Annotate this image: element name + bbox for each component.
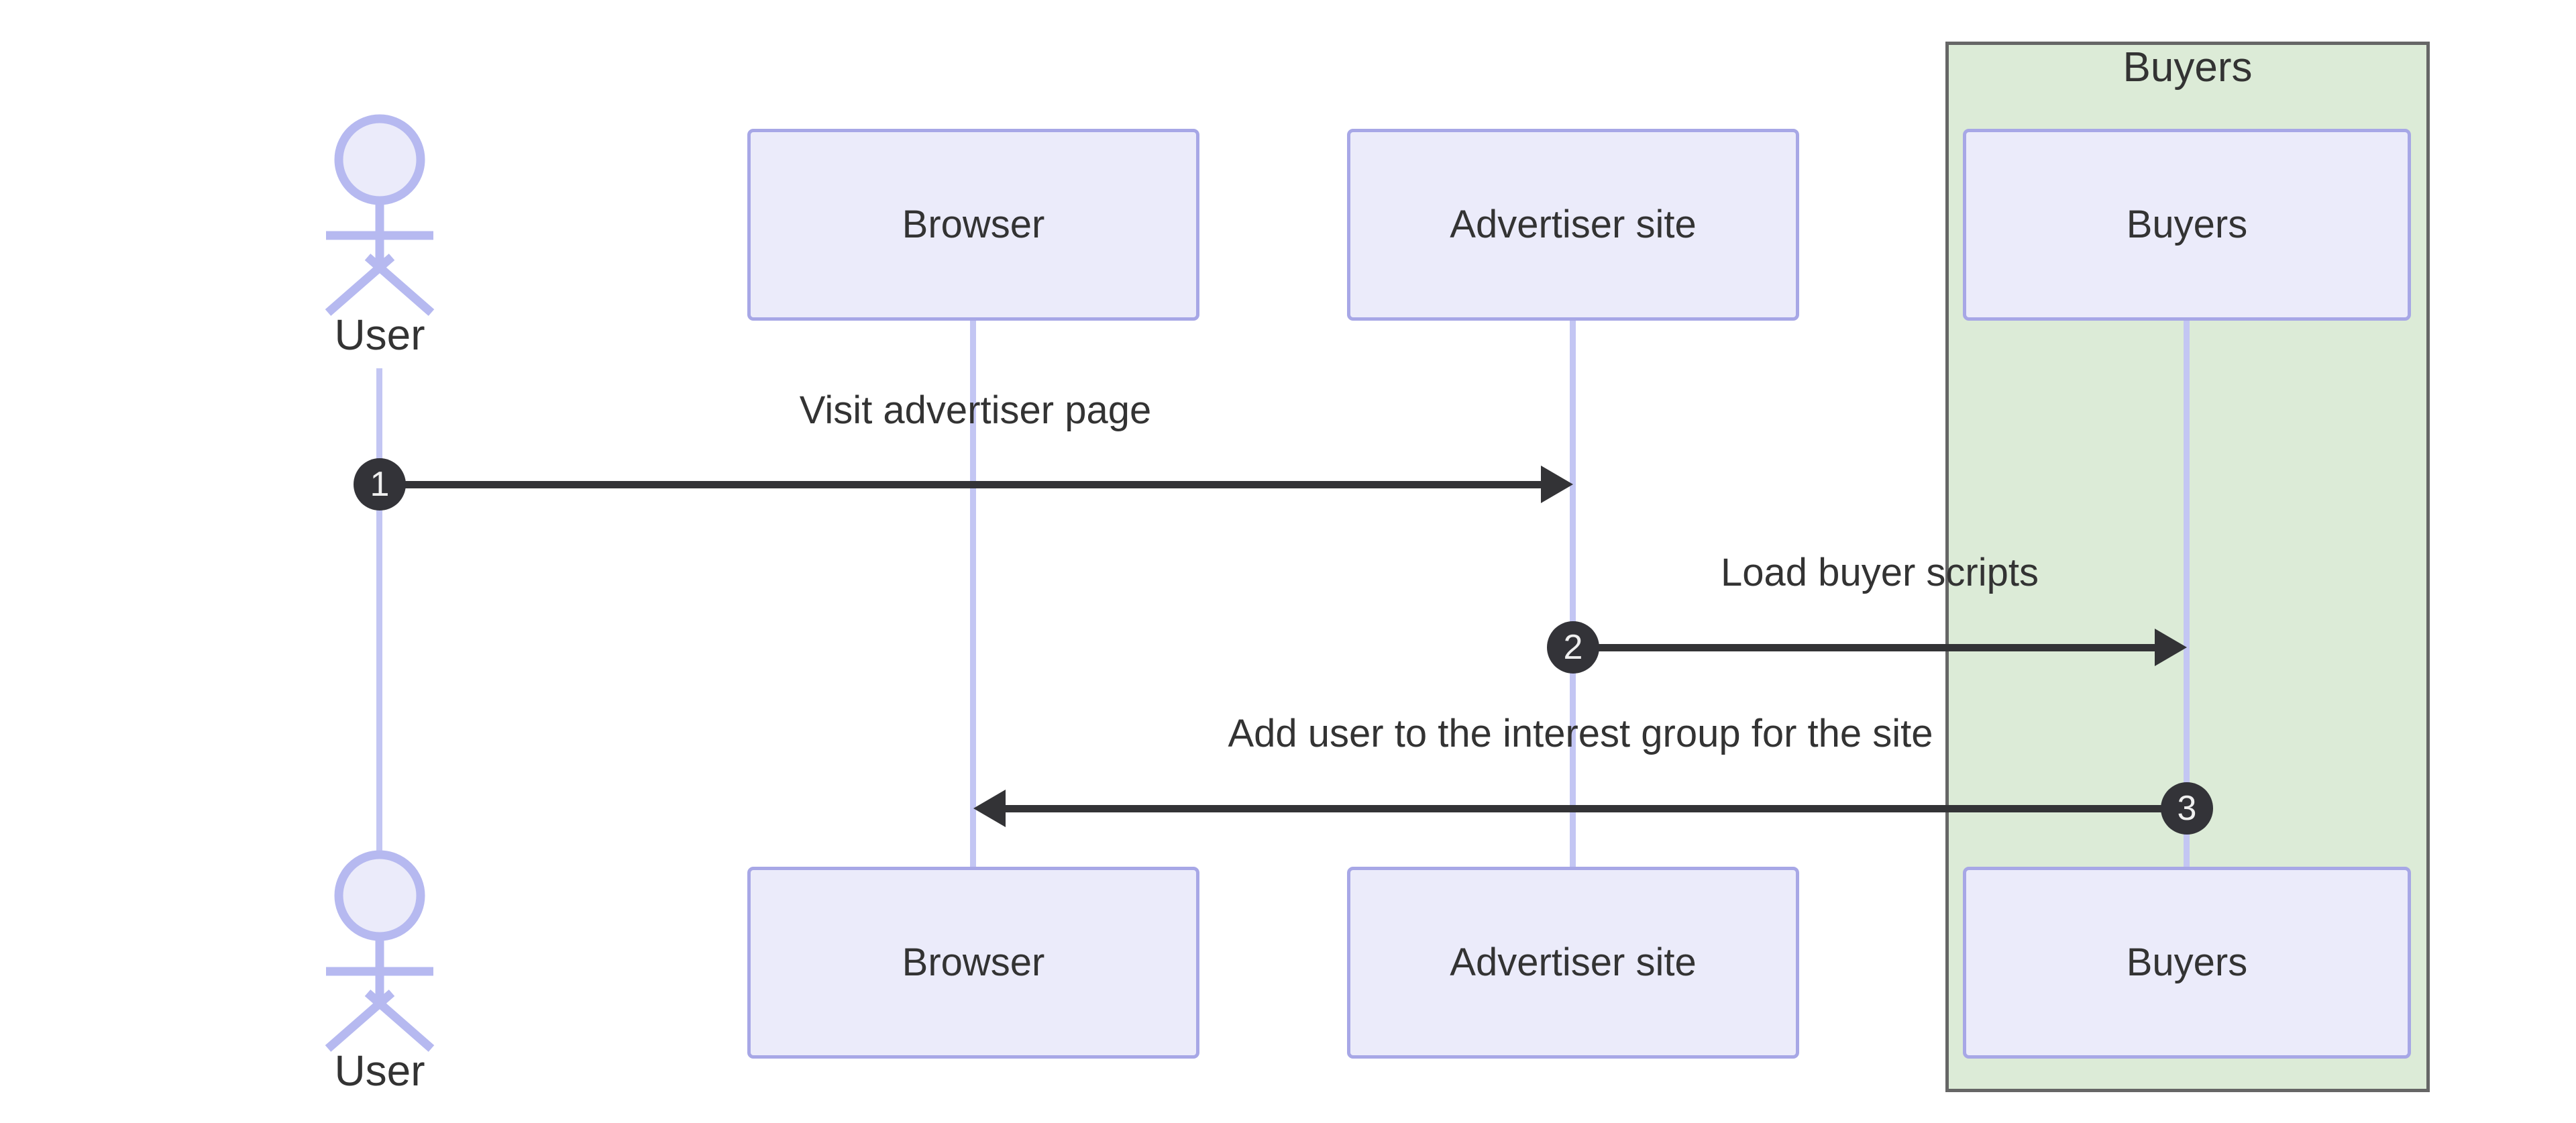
- participant-box-buyers-bottom: Buyers: [1963, 867, 2411, 1059]
- actor-label-user-bottom: User: [334, 1047, 425, 1095]
- sequence-number-badge: 1: [354, 458, 406, 511]
- participant-label: Browser: [902, 941, 1045, 984]
- participant-label: Buyers: [2126, 941, 2248, 984]
- participant-box-advertiser-site-top: Advertiser site: [1347, 129, 1799, 321]
- buyers-group-title: Buyers: [2123, 44, 2253, 91]
- arrowhead-left-icon: [973, 790, 1006, 827]
- arrowhead-right-icon: [1541, 466, 1573, 503]
- participant-label: Advertiser site: [1450, 203, 1697, 246]
- message-line: [1573, 644, 2163, 651]
- message-line: [1000, 805, 2187, 812]
- lifeline-user: [376, 368, 382, 854]
- message-label: Visit advertiser page: [799, 388, 1152, 432]
- participant-box-buyers-top: Buyers: [1963, 129, 2411, 321]
- participant-label: Browser: [902, 203, 1045, 246]
- participant-label: Buyers: [2126, 203, 2248, 246]
- participant-box-browser-top: Browser: [747, 129, 1199, 321]
- sequence-number-badge: 2: [1547, 621, 1599, 674]
- lifeline-buyers: [2184, 319, 2190, 868]
- actor-label-user-top: User: [334, 311, 425, 359]
- sequence-number-badge: 3: [2161, 782, 2213, 835]
- participant-box-browser-bottom: Browser: [747, 867, 1199, 1059]
- lifeline-advertiser-site: [1570, 319, 1576, 868]
- arrowhead-right-icon: [2155, 629, 2187, 666]
- message-label: Load buyer scripts: [1721, 551, 2039, 594]
- message-line: [380, 481, 1550, 488]
- lifeline-browser: [970, 319, 976, 868]
- participant-box-advertiser-site-bottom: Advertiser site: [1347, 867, 1799, 1059]
- participant-label: Advertiser site: [1450, 941, 1697, 984]
- message-label: Add user to the interest group for the s…: [1228, 712, 1933, 755]
